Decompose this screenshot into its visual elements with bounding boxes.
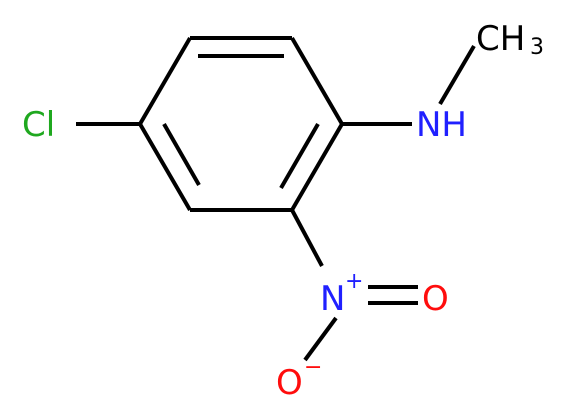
methyl-label: CH (476, 19, 525, 59)
ring-inner-bond-right (279, 122, 320, 190)
nitro-n-label: N (320, 279, 345, 319)
c-n-nitro-bond (290, 209, 324, 267)
chlorine-label: Cl (22, 105, 55, 145)
methyl-subscript: 3 (530, 35, 544, 60)
ring-inner-bond-left (162, 123, 201, 186)
n-o-single-bond (303, 316, 338, 362)
amine-nh-label: NH (416, 105, 467, 145)
ring-bond-top-left (138, 36, 192, 126)
ring-bond-top-right (290, 36, 344, 126)
n-methyl-bond (438, 44, 476, 106)
bonds (76, 36, 476, 362)
nitro-o-single-label: O (276, 363, 303, 403)
ring-bond-bottom-right (290, 122, 344, 212)
nitro-n-charge: + (345, 269, 363, 294)
ring-bond-bottom-left (138, 122, 192, 212)
nitro-o-double-label: O (422, 279, 449, 319)
nitro-o-charge: − (304, 355, 322, 380)
